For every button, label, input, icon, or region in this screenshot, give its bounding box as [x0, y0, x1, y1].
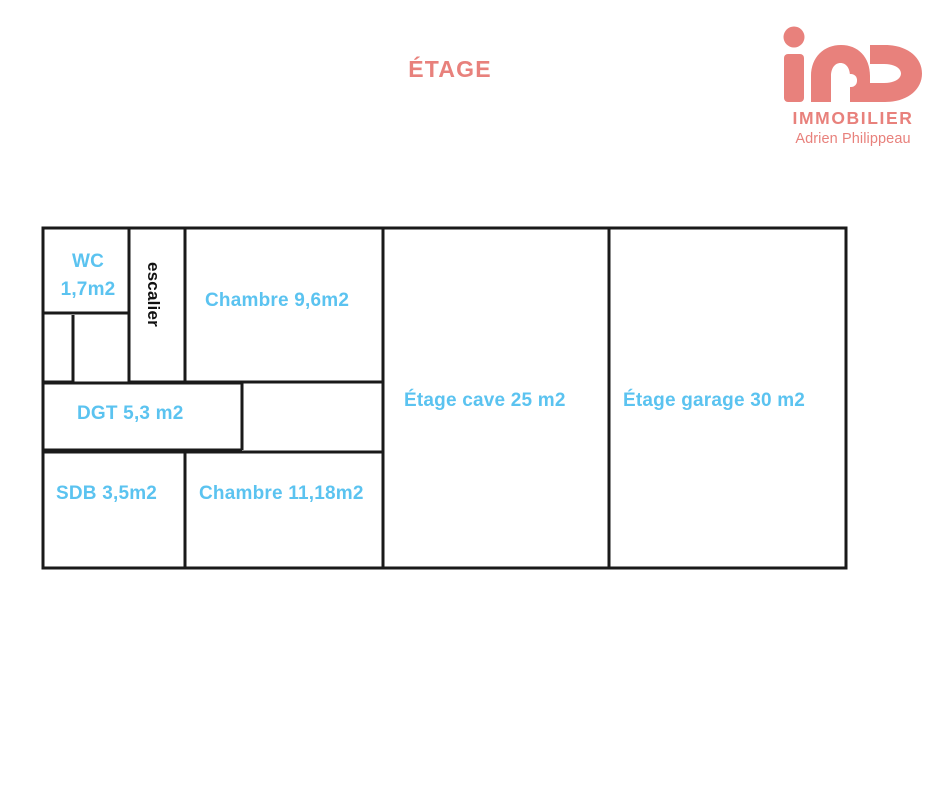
room-label-wc-name: WC [71, 251, 105, 272]
brand-subtitle: IMMOBILIER [792, 108, 914, 128]
room-label-etage-cave: Étage cave 25 m2 [404, 390, 566, 411]
page-title: ÉTAGE [408, 56, 492, 82]
brand-agent-name: Adrien Philippeau [795, 131, 911, 147]
room-label-sdb: SDB 3,5m2 [56, 483, 158, 504]
room-label-wc-area: 1,7m2 [60, 278, 116, 300]
room-label-escalier: escalier [144, 262, 163, 327]
brand-logo: IMMOBILIER Adrien Philippeau [760, 26, 940, 147]
room-label-dgt: DGT 5,3 m2 [77, 403, 184, 424]
iad-logo-icon [783, 26, 922, 102]
wall-outline [41, 226, 848, 570]
room-label-wc: WC 1,7m2 [60, 248, 116, 303]
room-label-etage-garage: Étage garage 30 m2 [623, 390, 806, 411]
room-label-chambre-2: Chambre 11,18m2 [199, 483, 364, 504]
room-label-chambre-1: Chambre 9,6m2 [205, 290, 350, 311]
